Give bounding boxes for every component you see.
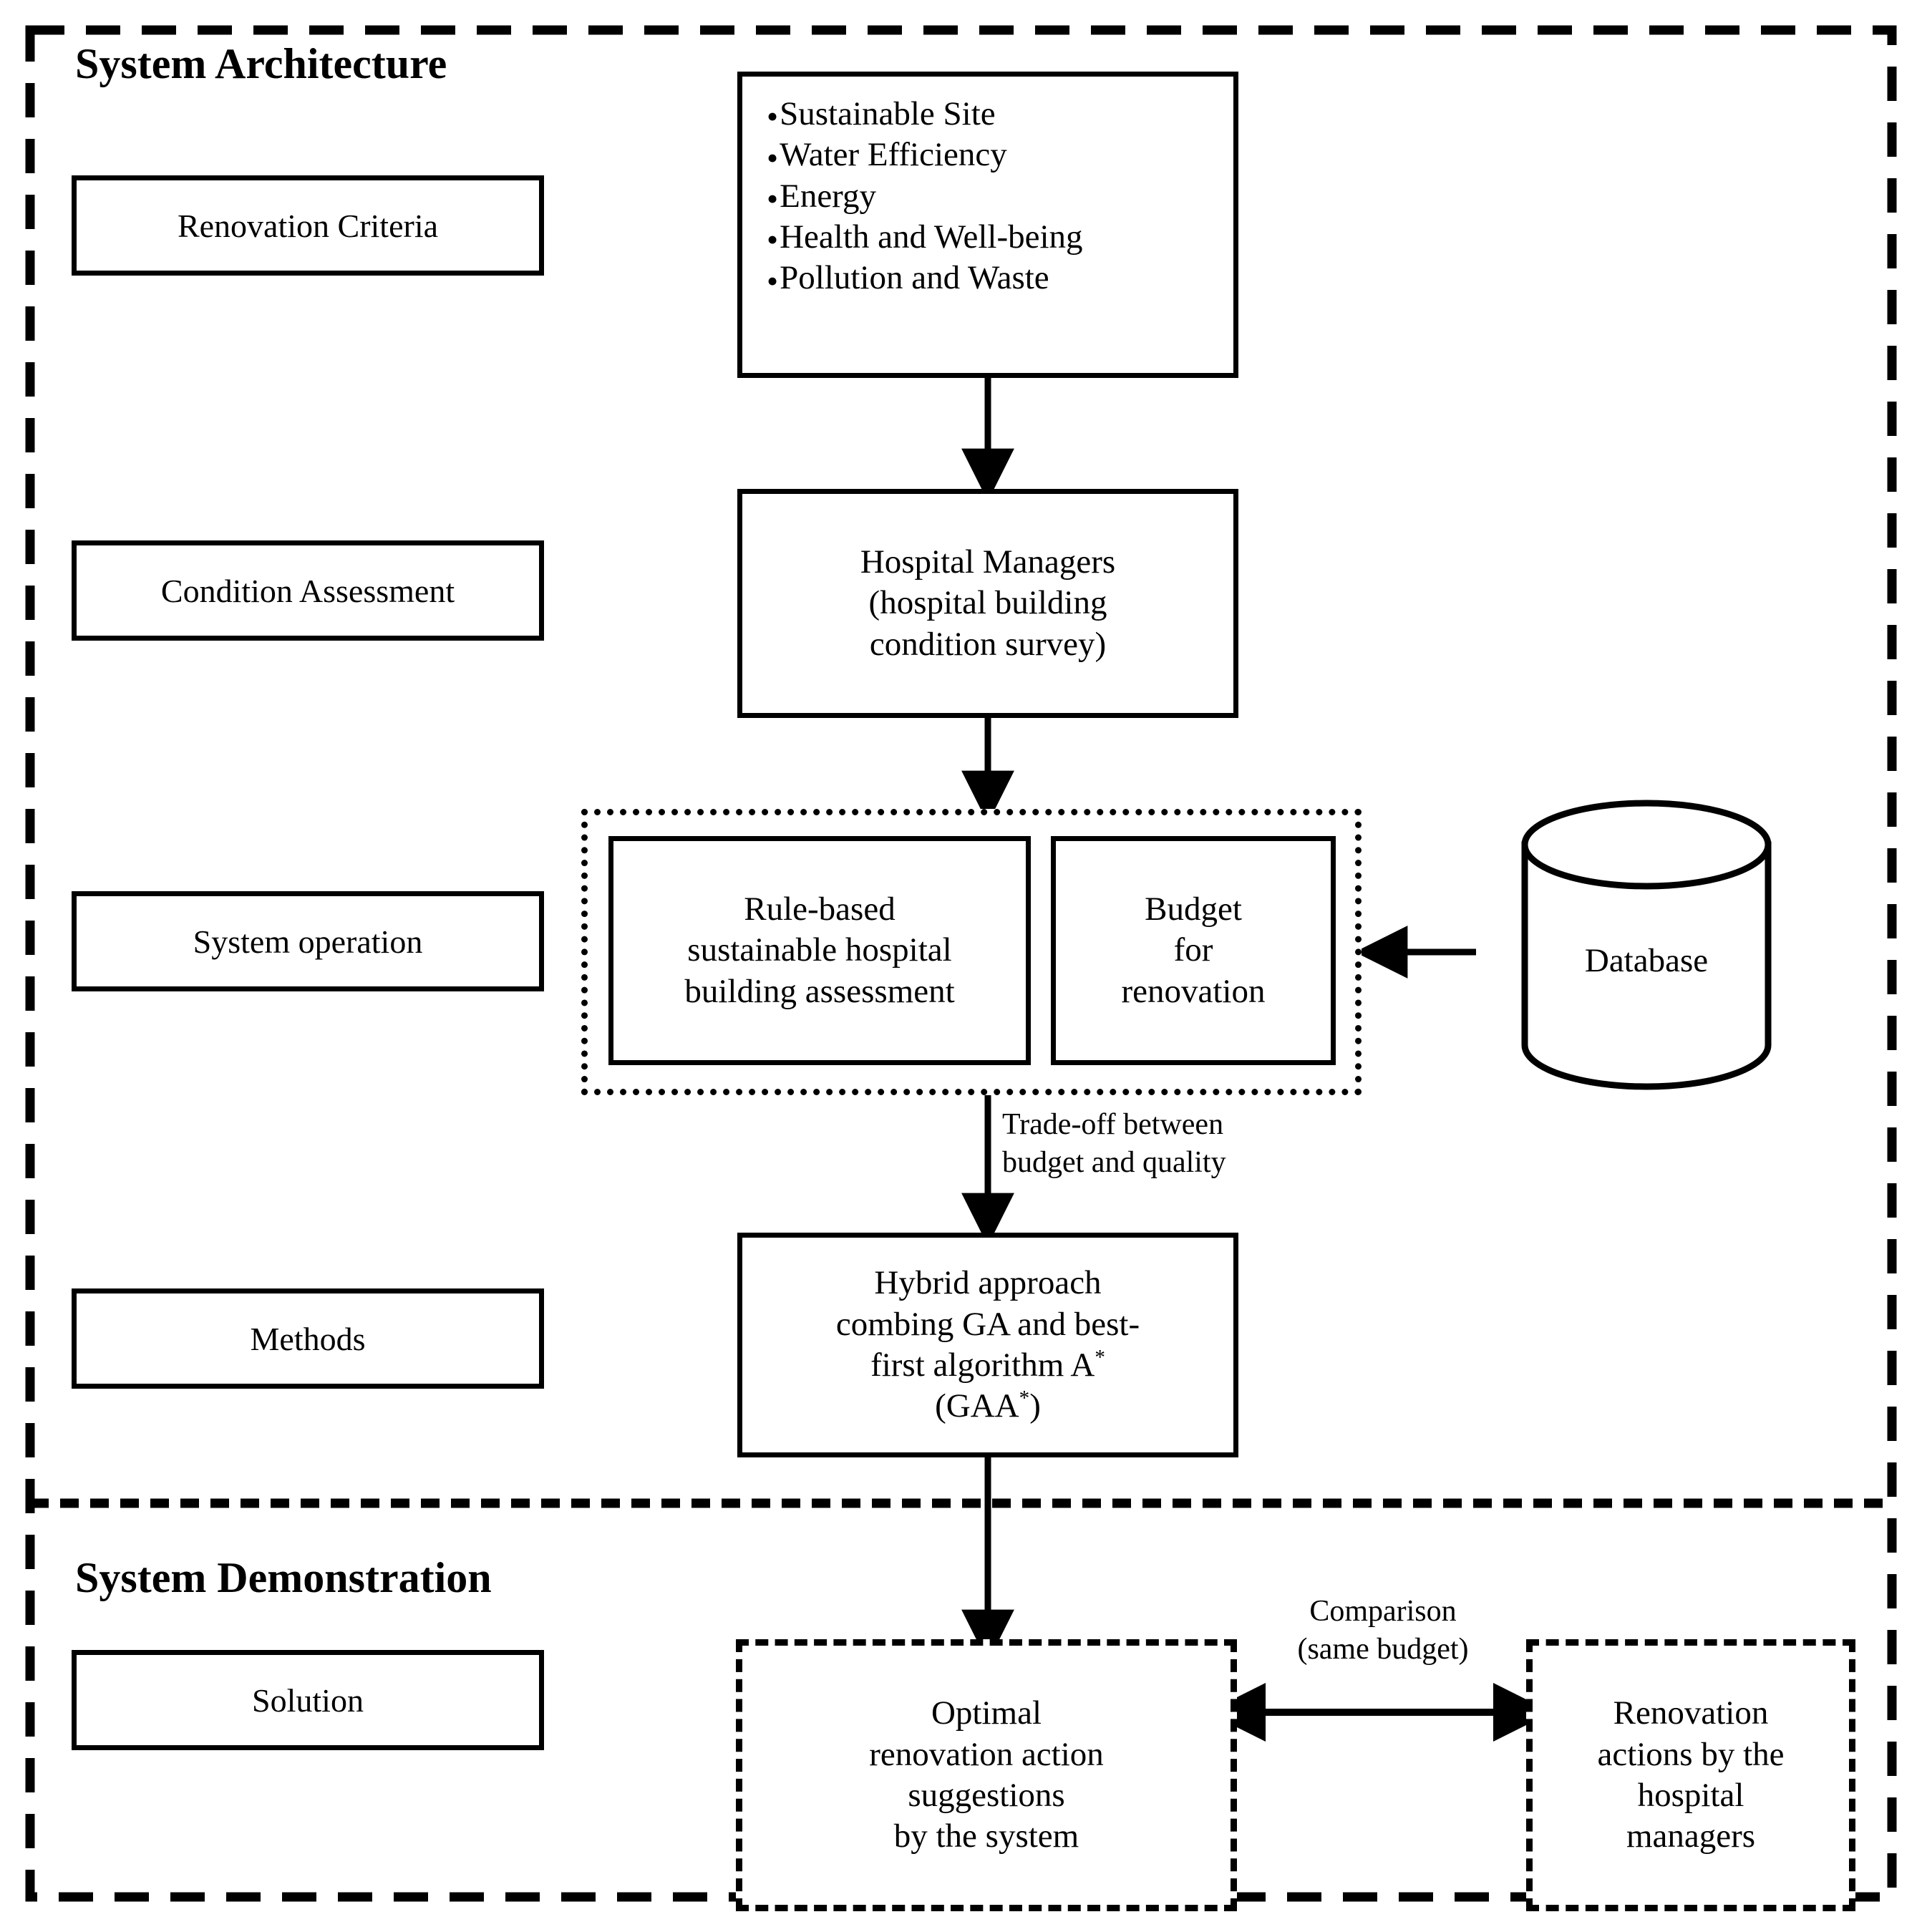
manual-line-4: managers: [1626, 1817, 1756, 1855]
criteria-item-text: Sustainable Site: [780, 95, 996, 132]
hybrid-line-2: combing GA and best-: [835, 1305, 1140, 1343]
hybrid-line-4-asterisk: *: [1019, 1387, 1030, 1410]
rule-based-line-1: Rule-based: [744, 890, 896, 928]
stage-label-methods: Methods: [250, 1320, 366, 1357]
demonstration-title-text: System Demonstration: [75, 1554, 492, 1601]
node-manual-renovation-actions[interactable]: Renovation actions by the hospital manag…: [1526, 1639, 1855, 1911]
budget-line-3: renovation: [1121, 972, 1266, 1010]
stage-label-system-operation: System operation: [193, 923, 423, 960]
criteria-list: •Sustainable Site •Water Efficiency •Ene…: [742, 77, 1083, 299]
optimal-text: Optimal renovation action suggestions by…: [869, 1693, 1104, 1857]
rule-based-line-2: sustainable hospital: [687, 931, 952, 969]
hospital-managers-line-2: (hospital building: [868, 584, 1107, 622]
node-optimal-suggestions[interactable]: Optimal renovation action suggestions by…: [736, 1639, 1237, 1911]
criteria-item: •Health and Well-being: [767, 217, 1083, 258]
hybrid-text: Hybrid approach combing GA and best- fir…: [836, 1263, 1140, 1427]
criteria-item-text: Water Efficiency: [780, 136, 1007, 174]
stage-box-system-operation[interactable]: System operation: [72, 891, 544, 991]
hospital-managers-text: Hospital Managers (hospital building con…: [860, 542, 1115, 665]
rule-based-line-3: building assessment: [684, 972, 955, 1010]
stage-box-renovation-criteria[interactable]: Renovation Criteria: [72, 175, 544, 276]
criteria-item: •Sustainable Site: [767, 94, 1083, 135]
bullet-icon: •: [767, 98, 779, 135]
hybrid-line-3: first algorithm A*: [836, 1345, 1140, 1386]
hybrid-line-3-asterisk: *: [1095, 1346, 1105, 1369]
budget-line-2: for: [1173, 931, 1213, 969]
budget-text: Budget for renovation: [1122, 889, 1266, 1012]
hybrid-line-1: Hybrid approach: [874, 1264, 1102, 1302]
criteria-list-box[interactable]: •Sustainable Site •Water Efficiency •Ene…: [737, 72, 1238, 378]
criteria-item: •Pollution and Waste: [767, 258, 1083, 298]
optimal-line-2: renovation action: [869, 1735, 1104, 1773]
hybrid-line-4: (GAA*): [836, 1386, 1140, 1427]
stage-label-renovation-criteria: Renovation Criteria: [177, 207, 439, 244]
stage-box-methods[interactable]: Methods: [72, 1288, 544, 1389]
architecture-title-text: System Architecture: [75, 40, 447, 87]
comparison-line-2: (same budget): [1297, 1632, 1469, 1666]
edge-label-comparison: Comparison (same budget): [1247, 1593, 1519, 1668]
hospital-managers-line-1: Hospital Managers: [860, 543, 1116, 581]
tradeoff-line-2: budget and quality: [1002, 1145, 1226, 1179]
stage-box-condition-assessment[interactable]: Condition Assessment: [72, 540, 544, 641]
node-rule-based-assessment[interactable]: Rule-based sustainable hospital building…: [608, 836, 1031, 1065]
bullet-icon: •: [767, 139, 779, 176]
hybrid-line-3-text: first algorithm A: [870, 1346, 1095, 1384]
rule-based-text: Rule-based sustainable hospital building…: [684, 889, 954, 1012]
bullet-icon: •: [767, 180, 779, 217]
tradeoff-line-1: Trade-off between: [1002, 1108, 1224, 1141]
optimal-line-4: by the system: [893, 1817, 1079, 1855]
criteria-item-text: Health and Well-being: [780, 218, 1083, 256]
edge-label-tradeoff: Trade-off between budget and quality: [1002, 1106, 1226, 1181]
manual-text: Renovation actions by the hospital manag…: [1597, 1693, 1784, 1857]
section-title-demonstration: System Demonstration: [75, 1553, 492, 1603]
budget-line-1: Budget: [1145, 890, 1242, 928]
database-cylinder: [1521, 800, 1772, 1090]
comparison-line-1: Comparison: [1309, 1595, 1457, 1628]
criteria-item-text: Energy: [780, 177, 876, 215]
stage-label-solution: Solution: [252, 1681, 364, 1719]
manual-line-3: hospital: [1637, 1777, 1744, 1814]
optimal-line-1: Optimal: [931, 1694, 1042, 1732]
bullet-icon: •: [767, 221, 779, 258]
database-label: Database: [1525, 941, 1768, 980]
manual-line-2: actions by the: [1597, 1735, 1785, 1773]
criteria-item-text: Pollution and Waste: [780, 259, 1049, 297]
hybrid-line-4-text: (GAA: [935, 1387, 1019, 1425]
criteria-item: •Water Efficiency: [767, 135, 1083, 175]
section-title-architecture: System Architecture: [75, 39, 447, 89]
bullet-icon: •: [767, 262, 779, 299]
hybrid-line-4-close: ): [1029, 1387, 1041, 1425]
criteria-item: •Energy: [767, 176, 1083, 217]
stage-box-solution[interactable]: Solution: [72, 1650, 544, 1750]
node-hybrid-approach[interactable]: Hybrid approach combing GA and best- fir…: [737, 1233, 1238, 1457]
database-label-text: Database: [1584, 942, 1709, 979]
node-hospital-managers[interactable]: Hospital Managers (hospital building con…: [737, 489, 1238, 718]
stage-label-condition-assessment: Condition Assessment: [160, 572, 455, 609]
optimal-line-3: suggestions: [908, 1777, 1065, 1814]
hospital-managers-line-3: condition survey): [869, 625, 1107, 663]
node-budget-for-renovation[interactable]: Budget for renovation: [1051, 836, 1336, 1065]
manual-line-1: Renovation: [1613, 1694, 1769, 1732]
